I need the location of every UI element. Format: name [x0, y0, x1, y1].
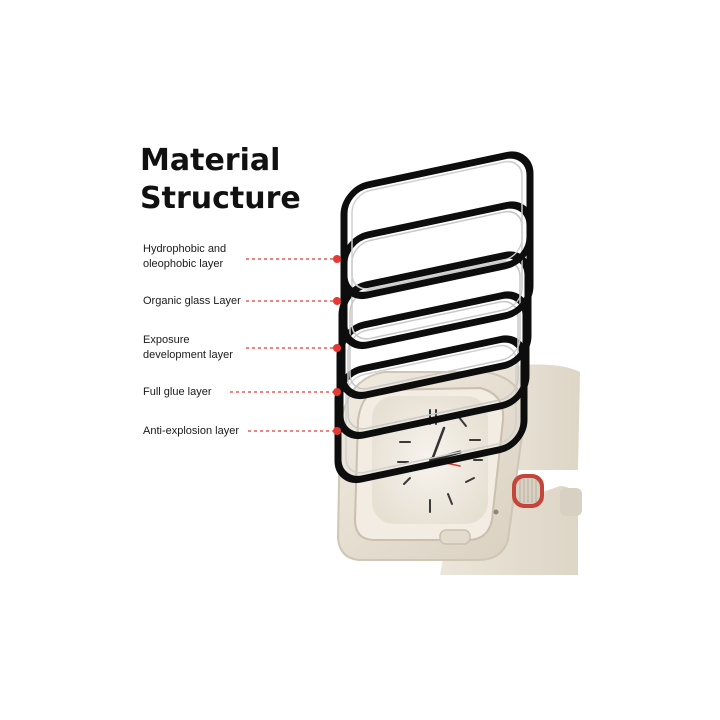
layer-stack-icon [334, 151, 534, 484]
label-hydrophobic-layer: Hydrophobic and oleophobic layer [143, 242, 226, 272]
label-line-1: Full glue layer [143, 386, 212, 398]
label-line-2: development layer [143, 349, 233, 361]
label-line-1: Exposure [143, 334, 190, 346]
watch-icon [336, 364, 582, 575]
leader-anti-explosion [248, 427, 341, 435]
watch-side-button [439, 529, 471, 545]
watch-crown [512, 474, 544, 508]
leader-organic-glass [246, 297, 341, 305]
label-full-glue-layer: Full glue layer [143, 385, 211, 400]
label-exposure-layer: Exposure development layer [143, 333, 233, 363]
label-organic-glass-layer: Organic glass Layer [143, 294, 241, 309]
title-line-2: Structure [140, 181, 301, 216]
label-line-1: Organic glass Layer [143, 295, 241, 307]
page-title: Material Structure [140, 142, 301, 218]
leader-hydrophobic [246, 255, 341, 263]
label-anti-explosion-layer: Anti-explosion layer [143, 424, 239, 439]
title-line-1: Material [140, 143, 281, 178]
layer-1-hydrophobic [340, 151, 534, 300]
label-line-1: Anti-explosion layer [143, 425, 239, 437]
leader-full-glue [230, 388, 341, 396]
leader-lines [230, 255, 341, 435]
leader-exposure [246, 344, 341, 352]
label-line-2: oleophobic layer [143, 258, 224, 270]
label-line-1: Hydrophobic and [143, 243, 227, 255]
